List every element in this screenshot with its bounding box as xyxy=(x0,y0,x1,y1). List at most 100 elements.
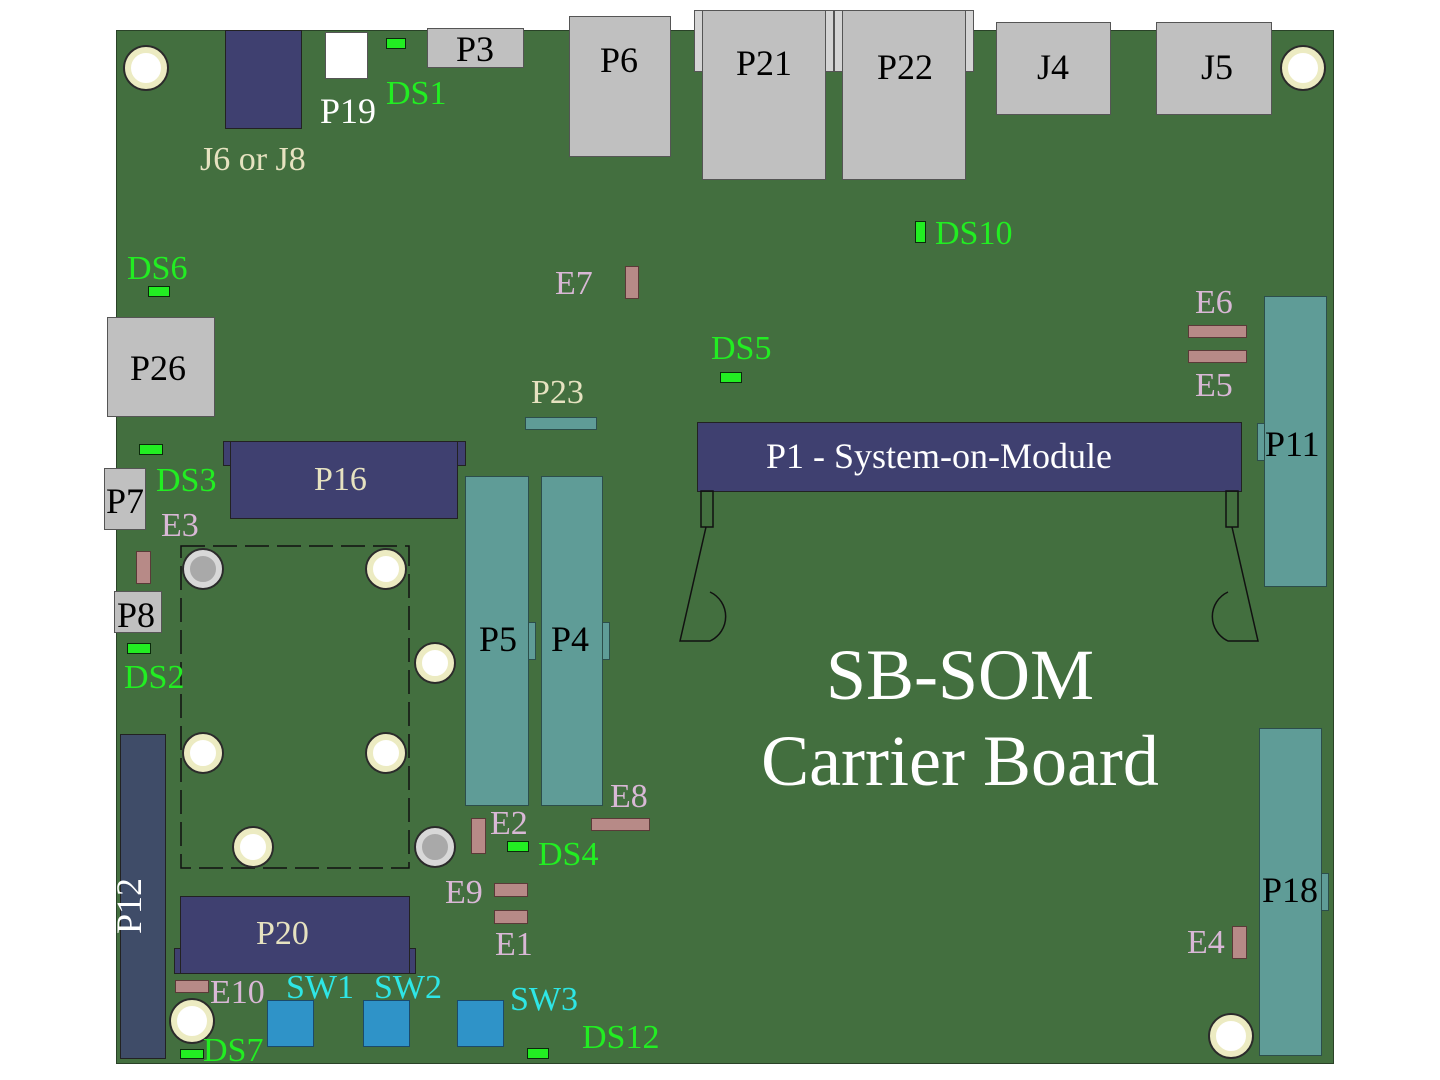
label-sw3: SW3 xyxy=(510,981,578,1018)
header-p18-key xyxy=(1321,873,1329,911)
connector-p3 xyxy=(427,28,524,68)
label-sw1: SW1 xyxy=(286,969,354,1006)
standoff-hole xyxy=(416,828,454,866)
connector-p7 xyxy=(104,468,146,530)
label-e5: E5 xyxy=(1195,367,1233,404)
standoff-hole xyxy=(416,644,454,682)
connector-p12 xyxy=(120,734,166,1059)
label-ds12: DS12 xyxy=(582,1019,660,1056)
label-e9: E9 xyxy=(445,874,483,911)
connector-j5 xyxy=(1156,22,1272,115)
label-ds3: DS3 xyxy=(156,462,217,499)
label-ds10: DS10 xyxy=(935,215,1013,252)
connector-j4 xyxy=(996,22,1111,115)
header-p18 xyxy=(1259,728,1322,1056)
connector-p1-som xyxy=(697,422,1242,492)
connector-p21 xyxy=(702,10,826,180)
label-p6: P6 xyxy=(600,40,639,80)
label-p20: P20 xyxy=(256,915,309,952)
led-ds1 xyxy=(386,38,406,49)
label-e2: E2 xyxy=(490,805,528,842)
switch-sw2 xyxy=(363,1000,410,1047)
connector-p19 xyxy=(325,32,368,79)
jumper-e1 xyxy=(494,910,528,924)
carrier-board xyxy=(116,30,1334,1064)
led-ds12 xyxy=(527,1048,549,1059)
label-ds1: DS1 xyxy=(386,75,447,112)
label-p18: P18 xyxy=(1262,870,1319,910)
mounting-hole-top-right xyxy=(1282,47,1324,89)
label-p11: P11 xyxy=(1265,424,1320,464)
label-ds2: DS2 xyxy=(124,659,185,696)
header-p5-key xyxy=(528,622,536,660)
label-e6: E6 xyxy=(1195,284,1233,321)
label-sw2: SW2 xyxy=(374,969,442,1006)
board-title-line1: SB-SOM xyxy=(825,635,1095,715)
led-ds4 xyxy=(507,841,529,852)
label-p16: P16 xyxy=(314,461,367,498)
label-p4: P4 xyxy=(551,619,590,659)
standoff-hole xyxy=(234,828,272,866)
label-p1: P1 - System-on-Module xyxy=(766,436,1112,476)
jumper-e3 xyxy=(136,551,151,584)
led-ds10 xyxy=(915,221,926,243)
connector-p20 xyxy=(180,896,410,974)
connector-j6-j8 xyxy=(225,30,302,129)
switch-sw3 xyxy=(457,1000,504,1047)
standoff-hole xyxy=(367,550,405,588)
jumper-e6 xyxy=(1188,325,1247,338)
label-p7: P7 xyxy=(106,481,145,521)
label-e10: E10 xyxy=(210,974,265,1011)
mounting-hole-bottom-left xyxy=(171,1000,213,1042)
label-p23: P23 xyxy=(531,374,584,411)
label-j4: J4 xyxy=(1037,47,1070,87)
switch-sw1 xyxy=(267,1000,314,1047)
label-ds6: DS6 xyxy=(127,250,188,287)
connector-p26 xyxy=(107,317,215,417)
jumper-e10 xyxy=(175,980,209,993)
label-ds4: DS4 xyxy=(538,836,599,873)
header-p4-key xyxy=(602,622,610,660)
label-e4: E4 xyxy=(1187,924,1225,961)
label-p19: P19 xyxy=(320,91,377,131)
label-e8: E8 xyxy=(610,778,648,815)
standoff-hole xyxy=(184,550,222,588)
jumper-e9 xyxy=(494,883,528,897)
standoff-hole xyxy=(367,734,405,772)
connector-p6 xyxy=(569,16,671,157)
jumper-e8 xyxy=(591,818,650,831)
label-e1: E1 xyxy=(495,926,533,963)
label-p21: P21 xyxy=(736,43,793,83)
led-ds7 xyxy=(180,1049,204,1059)
label-p8: P8 xyxy=(117,595,156,635)
label-j5: J5 xyxy=(1201,47,1234,87)
mounting-hole-top-left xyxy=(125,47,167,89)
label-p22: P22 xyxy=(877,47,934,87)
led-ds3 xyxy=(139,444,163,455)
led-ds5 xyxy=(720,372,742,383)
led-ds6 xyxy=(148,286,170,297)
label-p5: P5 xyxy=(479,619,518,659)
jumper-e5 xyxy=(1188,350,1247,363)
board-title-line2: Carrier Board xyxy=(761,721,1159,802)
connector-p8 xyxy=(114,591,162,633)
jumper-e4 xyxy=(1232,926,1247,959)
label-p26: P26 xyxy=(130,348,187,388)
mounting-hole-bottom-right xyxy=(1210,1015,1252,1057)
label-e3: E3 xyxy=(161,507,199,544)
label-e7: E7 xyxy=(555,265,593,302)
connector-p16 xyxy=(230,441,458,519)
label-p3: P3 xyxy=(456,29,495,69)
label-ds7: DS7 xyxy=(203,1032,264,1069)
board-title: SB-SOM Carrier Board xyxy=(700,632,1220,805)
label-j6-or-j8: J6 or J8 xyxy=(200,141,306,178)
connector-p22 xyxy=(842,10,966,180)
jumper-e7 xyxy=(625,266,639,299)
header-p23 xyxy=(525,417,597,430)
jumper-e2 xyxy=(471,818,486,854)
label-p12: P12 xyxy=(109,877,150,935)
label-ds5: DS5 xyxy=(711,330,772,367)
standoff-hole xyxy=(184,734,222,772)
header-p11-key xyxy=(1257,423,1265,461)
